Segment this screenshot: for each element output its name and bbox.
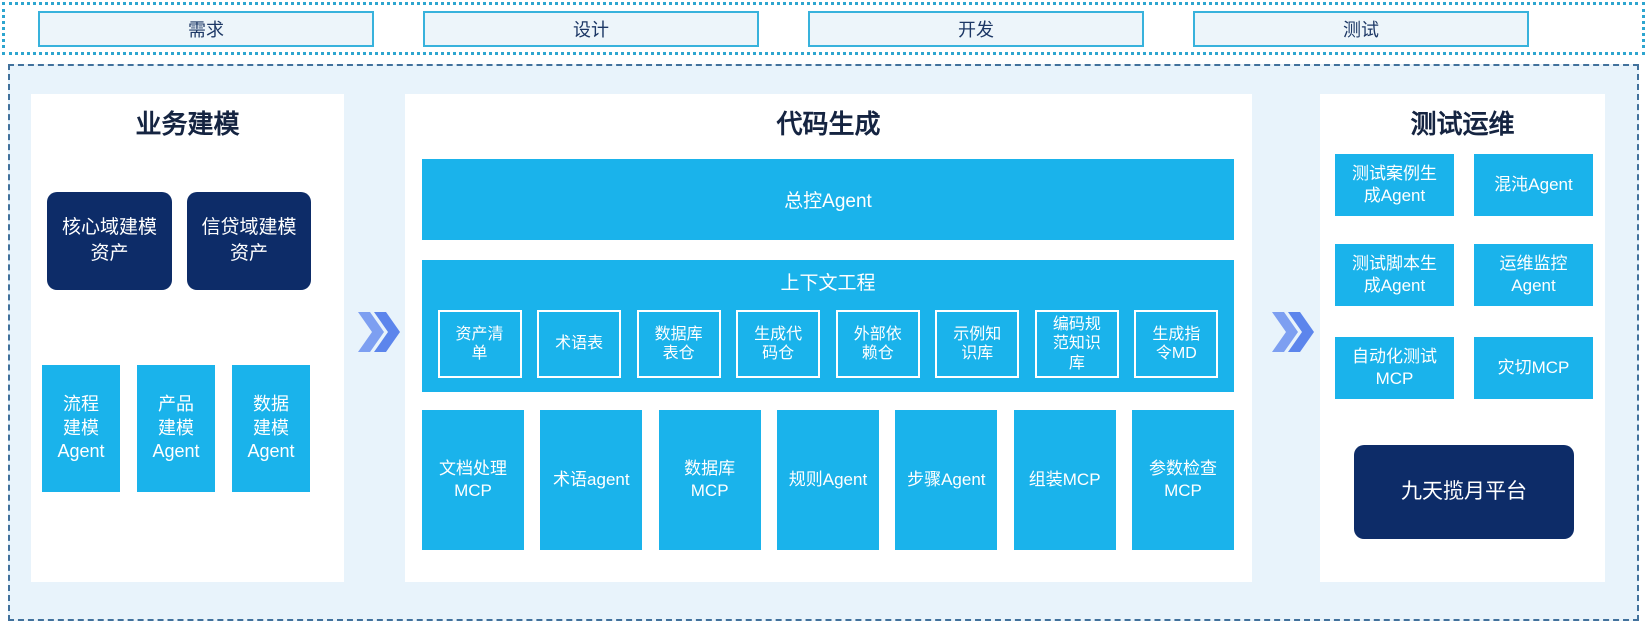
chaos-agent-box: 混沌Agent <box>1474 154 1593 216</box>
phase-box-development: 开发 <box>808 10 1144 47</box>
jiutian-lanyue-platform-box: 九天揽月平台 <box>1354 445 1574 539</box>
code-generation-title: 代码生成 <box>776 109 881 139</box>
credit-domain-asset-box: 信贷域建模 资产 <box>187 192 311 290</box>
context-items-row: 资产清 单 术语表 数据库 表仓 生成代 码仓 外部依 赖仓 示例知 识库 编码… <box>422 304 1234 384</box>
phase-box-design: 设计 <box>423 10 759 47</box>
test-ops-title: 测试运维 <box>1410 109 1515 139</box>
disaster-switch-mcp-box: 灾切MCP <box>1474 337 1593 399</box>
phase-box-requirements: 需求 <box>38 10 374 47</box>
context-item-generated-code-repo: 生成代 码仓 <box>736 310 821 378</box>
rule-agent-box: 规则Agent <box>776 410 879 550</box>
context-engineering-panel: 上下文工程 资产清 单 术语表 数据库 表仓 生成代 码仓 外部依 赖仓 示例知… <box>422 260 1234 392</box>
context-item-coding-standard-kb: 编码规 范知识 库 <box>1034 310 1119 378</box>
phase-strip: 需求 设计 开发 测试 <box>2 2 1645 55</box>
core-domain-asset-box: 核心域建模 资产 <box>47 192 172 290</box>
process-modeling-agent-box: 流程 建模 Agent <box>42 365 120 492</box>
context-item-example-kb: 示例知 识库 <box>935 310 1020 378</box>
business-modeling-title: 业务建模 <box>135 109 240 139</box>
step-agent-box: 步骤Agent <box>895 410 998 550</box>
context-item-gen-instruction-md: 生成指 令MD <box>1134 310 1219 378</box>
param-check-mcp-box: 参数检查 MCP <box>1131 410 1234 550</box>
chevron-right-icon <box>1272 312 1314 352</box>
assembly-mcp-box: 组装MCP <box>1013 410 1116 550</box>
context-engineering-title: 上下文工程 <box>780 273 876 294</box>
ops-monitor-agent-box: 运维监控 Agent <box>1474 244 1593 306</box>
test-ops-panel: 测试运维 测试案例生 成Agent 混沌Agent 测试脚本生 成Agent 运… <box>1320 94 1605 582</box>
doc-processing-mcp-box: 文档处理 MCP <box>422 410 524 550</box>
glossary-agent-box: 术语agent <box>540 410 643 550</box>
data-modeling-agent-box: 数据 建模 Agent <box>232 365 310 492</box>
auto-test-mcp-box: 自动化测试 MCP <box>1335 337 1454 399</box>
chevron-right-icon <box>358 312 400 352</box>
product-modeling-agent-box: 产品 建模 Agent <box>137 365 215 492</box>
context-item-asset-list: 资产清 单 <box>437 310 522 378</box>
database-mcp-box: 数据库 MCP <box>658 410 761 550</box>
phase-box-testing: 测试 <box>1193 10 1529 47</box>
code-generation-panel: 代码生成 总控Agent 上下文工程 资产清 单 术语表 数据库 表仓 生成代 … <box>405 94 1252 582</box>
context-item-db-table-repo: 数据库 表仓 <box>636 310 721 378</box>
test-case-gen-agent-box: 测试案例生 成Agent <box>1335 154 1454 216</box>
main-container: 业务建模 核心域建模 资产 信贷域建模 资产 流程 建模 Agent 产品 建模… <box>8 64 1639 621</box>
context-item-external-deps-repo: 外部依 赖仓 <box>835 310 920 378</box>
tool-row: 文档处理 MCP 术语agent 数据库 MCP 规则Agent 步骤Agent… <box>422 410 1234 550</box>
business-modeling-panel: 业务建模 核心域建模 资产 信贷域建模 资产 流程 建模 Agent 产品 建模… <box>31 94 344 582</box>
master-agent-bar: 总控Agent <box>422 159 1234 240</box>
test-script-gen-agent-box: 测试脚本生 成Agent <box>1335 244 1454 306</box>
context-item-glossary: 术语表 <box>537 310 622 378</box>
